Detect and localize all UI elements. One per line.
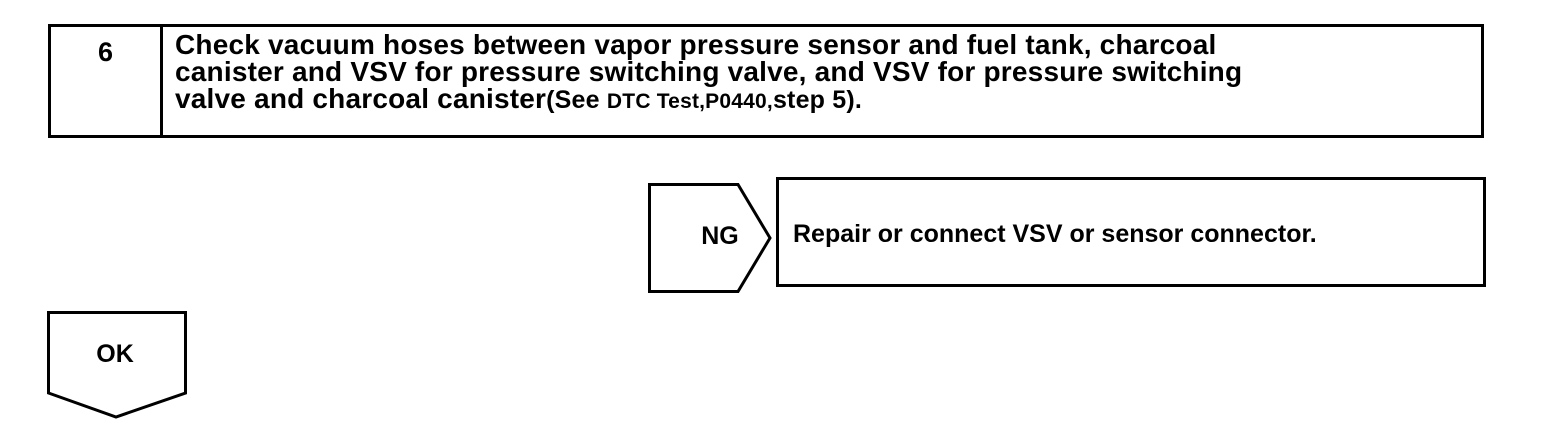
ok-arrow-shape xyxy=(47,311,187,419)
ng-arrow-icon xyxy=(648,183,772,293)
step-reference: (See DTC Test,P0440,step 5). xyxy=(546,86,862,114)
ok-label: OK xyxy=(96,340,134,368)
step-line-3-text: valve and charcoal canister xyxy=(175,83,547,114)
ng-action-box: Repair or connect VSV or sensor connecto… xyxy=(776,177,1486,287)
step-number: 6 xyxy=(51,27,163,135)
ng-action-text: Repair or connect VSV or sensor connecto… xyxy=(793,220,1317,248)
reference-close: step 5). xyxy=(772,86,863,114)
ng-arrow-shape xyxy=(648,183,772,293)
reference-open: (See xyxy=(546,86,600,114)
step-instruction: Check vacuum hoses between vapor pressur… xyxy=(163,27,1481,135)
ok-arrow-icon xyxy=(47,311,187,419)
step-line-1: Check vacuum hoses between vapor pressur… xyxy=(175,29,1217,60)
step-box: 6 Check vacuum hoses between vapor press… xyxy=(48,24,1484,138)
ng-label: NG xyxy=(701,222,739,250)
step-line-2: canister and VSV for pressure switching … xyxy=(175,56,1243,87)
step-line-3: valve and charcoal canister(See DTC Test… xyxy=(175,85,1471,115)
reference-link: DTC Test,P0440, xyxy=(606,90,773,113)
